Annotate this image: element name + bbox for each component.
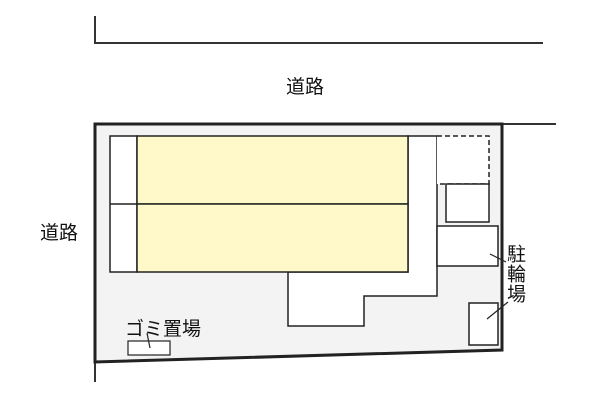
garbage-leader-line [146, 332, 151, 349]
garbage-area-label: ゴミ置場 [125, 318, 202, 340]
bicycle-parking-label: 駐輪場 [504, 244, 526, 304]
dashed-area [437, 135, 490, 185]
bicycle-parking-box [436, 225, 499, 267]
road-left-label: 道路 [40, 222, 79, 244]
building-unit-upper [136, 135, 409, 205]
building-unit-lower [136, 203, 409, 273]
right-box-upper [445, 183, 490, 223]
road-top-boundary [94, 16, 543, 44]
road-top-label: 道路 [286, 76, 325, 98]
leader-line-lower [486, 301, 509, 320]
bicycle-parking-box-lower [468, 302, 499, 346]
leader-line-upper [489, 253, 507, 263]
